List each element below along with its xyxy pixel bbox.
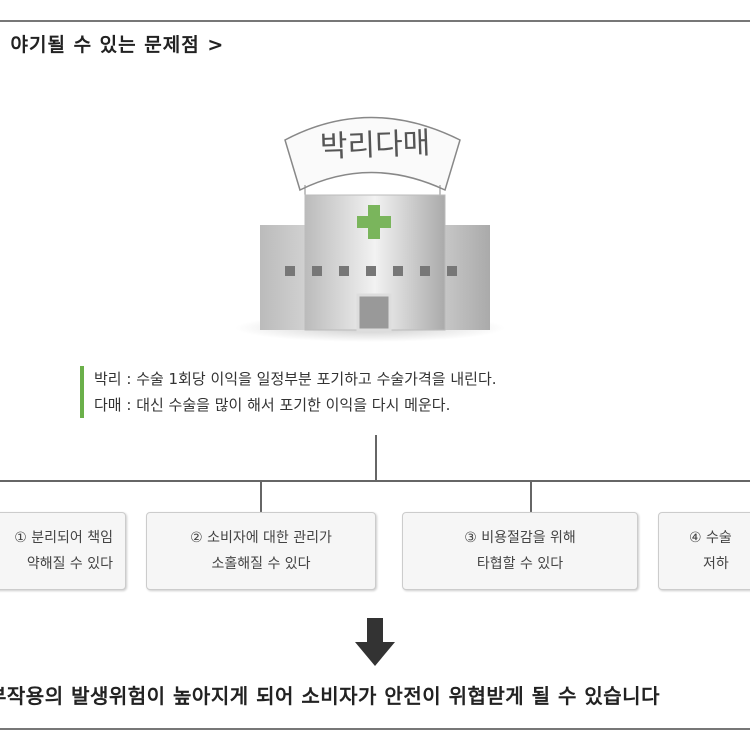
box-line: ② 소비자에 대한 관리가 [190, 530, 332, 546]
box-line: 저하 [703, 556, 729, 572]
box-line: 타협할 수 있다 [476, 556, 564, 572]
connector-3 [530, 480, 532, 512]
definitions: 박리 : 수술 1회당 이익을 일정부분 포기하고 수술가격을 내린다. 다매 … [80, 366, 497, 418]
box-line: ④ 수술 [689, 530, 732, 546]
frame-bottom [0, 728, 750, 730]
box-line: 약해질 수 있다 [26, 556, 113, 572]
conclusion-text: 부작용의 발생위험이 높아지게 되어 소비자가 안전이 위협받게 될 수 있습니… [0, 684, 660, 708]
arrow-down-icon [355, 618, 395, 666]
connector-horizontal [0, 480, 750, 482]
page-title: < 야기될 수 있는 문제점 > [0, 34, 225, 56]
box-line: 소홀해질 수 있다 [211, 556, 311, 572]
frame-top [0, 20, 750, 22]
definition-damae: 다매 : 대신 수술을 많이 해서 포기한 이익을 다시 메운다. [94, 396, 451, 414]
box-line: ③ 비용절감을 위해 [464, 530, 576, 546]
connector-trunk [375, 435, 377, 481]
definition-bakri: 박리 : 수술 1회당 이익을 일정부분 포기하고 수술가격을 내린다. [94, 370, 497, 388]
hospital-illustration [235, 116, 505, 342]
connector-2 [260, 480, 262, 512]
hospital-sign: 박리다매 [319, 126, 431, 165]
box-line: ① 분리되어 책임 [14, 530, 113, 546]
